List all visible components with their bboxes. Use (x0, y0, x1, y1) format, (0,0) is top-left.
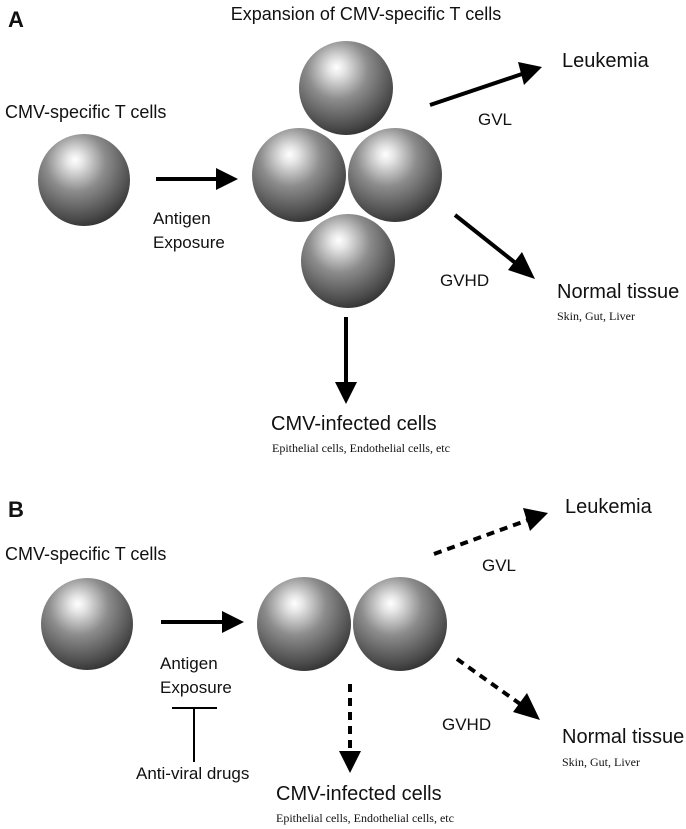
panel-b-infected-detail: Epithelial cells, Endothelial cells, etc (276, 811, 454, 825)
panel-a-normal-tissue-label: Normal tissue (557, 281, 679, 303)
panel-b-gvhd-label: GVHD (442, 715, 491, 734)
panel-b: B CMV-specific T cells Antigen Exposure … (5, 496, 684, 825)
panel-b-normal-tissue-label: Normal tissue (562, 726, 684, 748)
panel-b-gvl-label: GVL (482, 556, 516, 575)
panel-a-infected-arrow (335, 317, 357, 404)
panel-b-infected-label: CMV-infected cells (276, 783, 442, 805)
panel-b-expanded-cluster (257, 577, 447, 671)
panel-b-letter: B (8, 497, 24, 522)
panel-a-gvl-arrow (429, 62, 542, 107)
panel-b-cell-left (257, 577, 351, 671)
panel-b-exposure-line2: Exposure (160, 678, 232, 697)
panel-a-cell-bottom (301, 214, 395, 308)
panel-b-cell-right (353, 577, 447, 671)
panel-a-source-label: CMV-specific T cells (5, 102, 166, 122)
panel-b-inhibition-bar (172, 707, 217, 762)
panel-a-gvl-label: GVL (478, 110, 512, 129)
panel-b-infected-dashed-arrow (339, 684, 361, 773)
panel-a-exposure-arrow (156, 168, 238, 190)
panel-a-expanded-cluster (252, 41, 442, 308)
panel-b-normal-tissue-detail: Skin, Gut, Liver (562, 755, 640, 769)
panel-a-cell-top (299, 41, 393, 135)
panel-a-leukemia-label: Leukemia (562, 50, 650, 72)
panel-a-letter: A (8, 7, 24, 32)
panel-a-cell-left (252, 128, 346, 222)
panel-a-gvhd-arrow (453, 213, 535, 279)
panel-b-gvhd-dashed-arrow (455, 657, 540, 720)
panel-a-exposure-line1: Antigen (153, 209, 211, 228)
panel-a-exposure-line2: Exposure (153, 233, 225, 252)
panel-a-normal-tissue-detail: Skin, Gut, Liver (557, 309, 635, 323)
panel-b-leukemia-label: Leukemia (565, 496, 653, 518)
panel-a-gvhd-label: GVHD (440, 271, 489, 290)
panel-b-exposure-arrow (161, 611, 244, 633)
panel-a: A Expansion of CMV-specific T cells CMV-… (5, 4, 679, 455)
panel-b-inhibitor-label: Anti-viral drugs (136, 764, 249, 783)
panel-a-infected-detail: Epithelial cells, Endothelial cells, etc (272, 441, 450, 455)
panel-a-infected-label: CMV-infected cells (271, 413, 437, 435)
panel-b-source-label: CMV-specific T cells (5, 544, 166, 564)
panel-a-title: Expansion of CMV-specific T cells (231, 4, 501, 24)
panel-b-exposure-line1: Antigen (160, 654, 218, 673)
panel-b-source-cell (41, 578, 133, 670)
panel-a-cell-right (348, 128, 442, 222)
panel-b-gvl-dashed-arrow (433, 508, 548, 556)
panel-a-source-cell (38, 134, 130, 226)
